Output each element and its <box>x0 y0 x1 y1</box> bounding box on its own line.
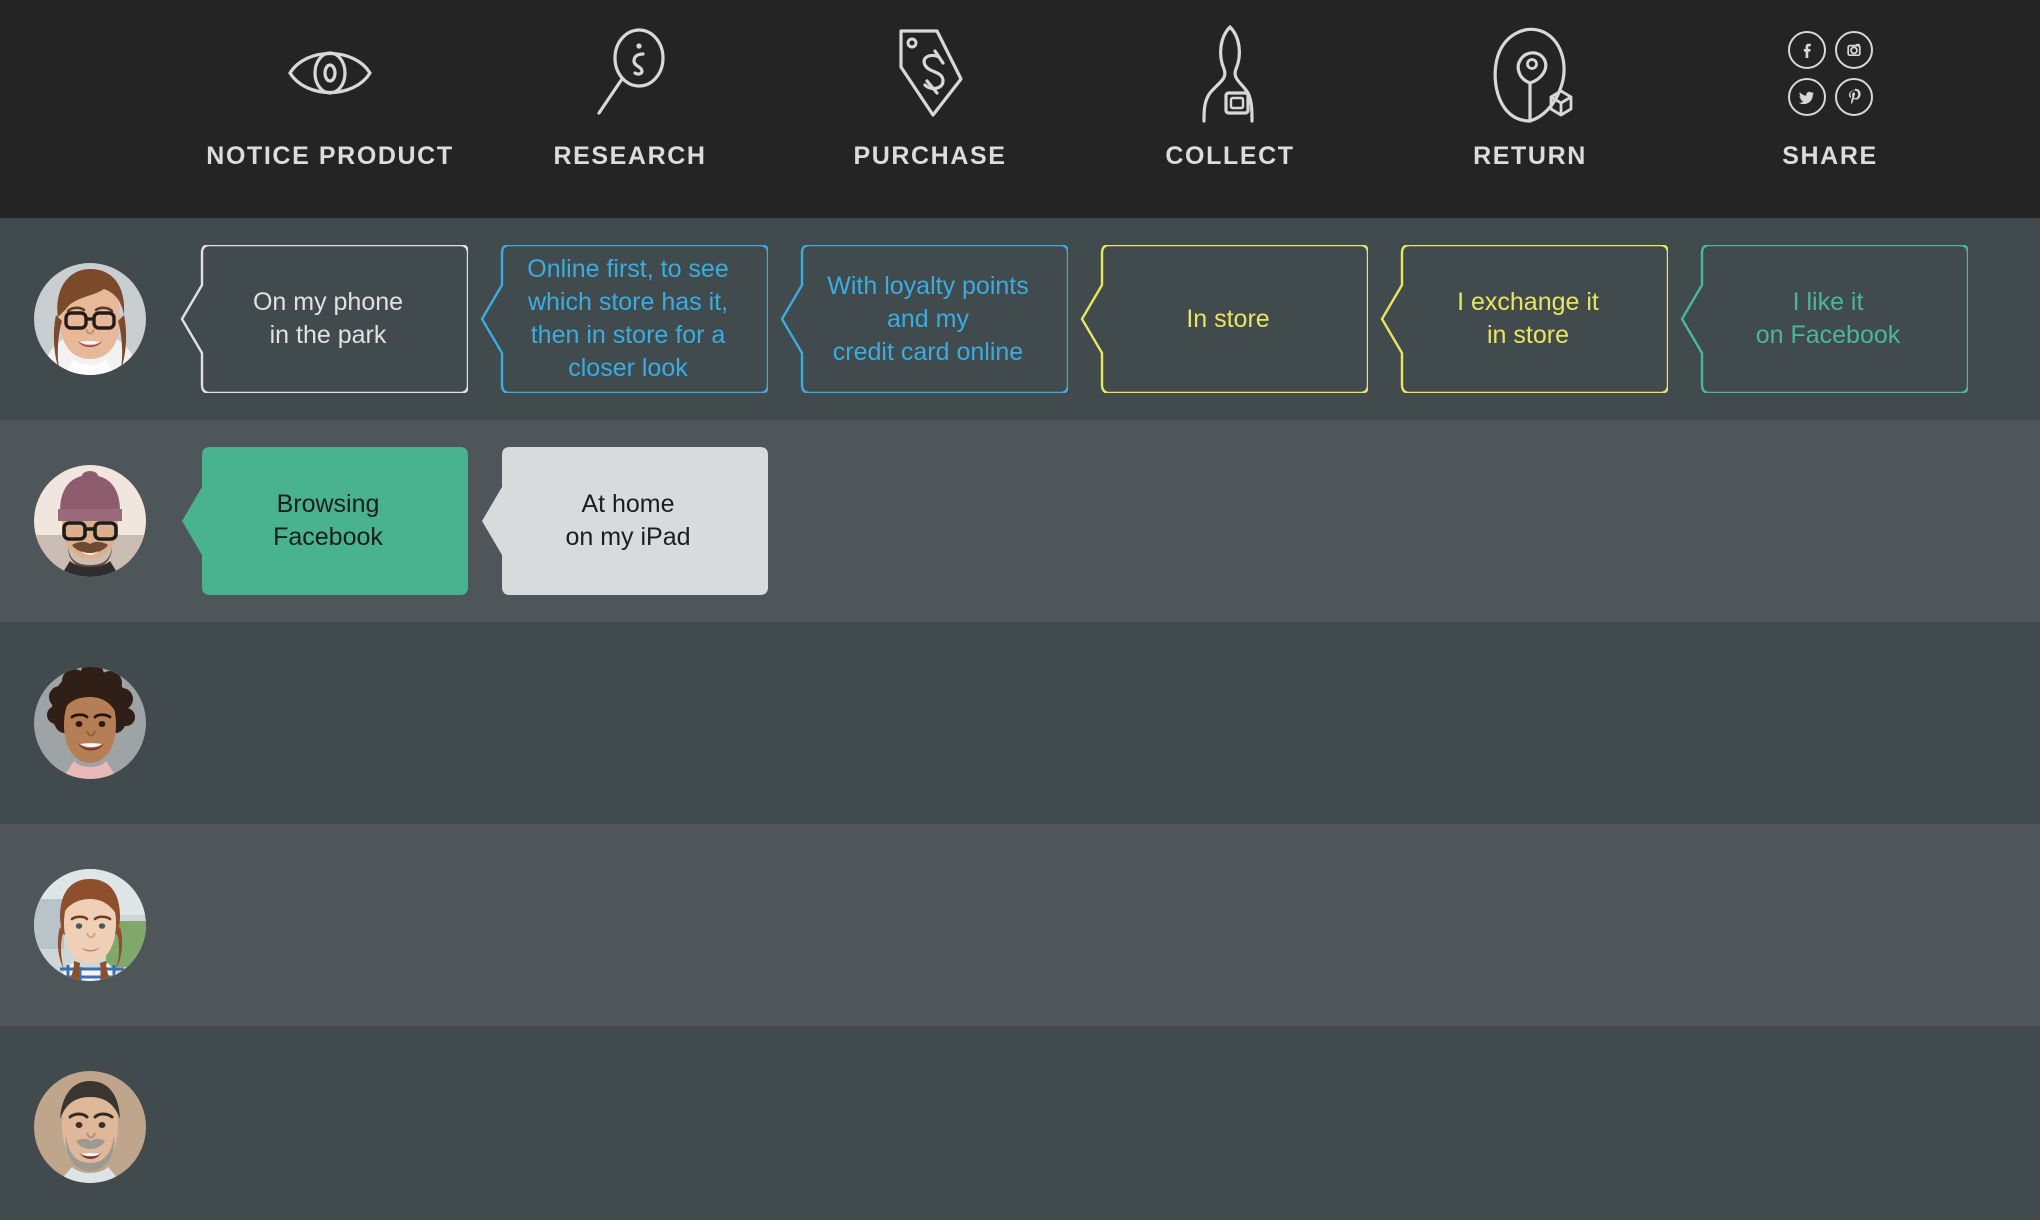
stage-column-collect[interactable]: COLLECT <box>1080 0 1380 218</box>
journey-card-return[interactable]: I exchange it in store <box>1380 245 1668 393</box>
twitter-icon <box>1787 77 1826 116</box>
price-tag-dollar-icon <box>887 18 973 128</box>
journey-card-track <box>180 824 2040 1026</box>
stage-label: RESEARCH <box>553 142 707 170</box>
journey-card-collect[interactable]: In store <box>1080 245 1368 393</box>
stage-label: SHARE <box>1782 142 1878 170</box>
stage-column-notice-product[interactable]: NOTICE PRODUCT <box>180 0 480 218</box>
journey-card-label: Browsing Facebook <box>273 490 383 551</box>
pinterest-icon <box>1834 77 1873 116</box>
stage-column-purchase[interactable]: PURCHASE <box>780 0 1080 218</box>
journey-card-track <box>180 622 2040 824</box>
journey-card-label: I exchange it in store <box>1457 288 1599 349</box>
header-avatar-spacer <box>0 0 180 218</box>
avatar[interactable] <box>34 667 146 779</box>
facebook-icon <box>1787 30 1826 69</box>
stage-column-share[interactable]: SHARE <box>1680 0 1980 218</box>
journey-card-track <box>180 1026 2040 1220</box>
journey-card-track: Browsing Facebook At home on my iPad <box>180 420 2040 622</box>
social-grid-icon <box>1787 18 1873 128</box>
journey-card-purchase[interactable]: With loyalty points and my credit card o… <box>780 245 1068 393</box>
eye-icon <box>282 18 378 128</box>
journey-card-label: With loyalty points and my credit card o… <box>827 271 1029 366</box>
stage-column-research[interactable]: RESEARCH <box>480 0 780 218</box>
stage-column-return[interactable]: RETURN <box>1380 0 1680 218</box>
journey-card-share[interactable]: I like it on Facebook <box>1680 245 1968 393</box>
journey-card-label: In store <box>1186 304 1270 333</box>
persona-row: On my phone in the park Online first, to … <box>0 218 2040 420</box>
avatar[interactable] <box>34 1071 146 1183</box>
journey-card-label: At home on my iPad <box>565 490 691 551</box>
avatar-cell <box>0 667 180 779</box>
journey-card-label: Online first, to see which store has it,… <box>527 255 729 382</box>
avatar-cell <box>0 869 180 981</box>
persona-rows: On my phone in the park Online first, to … <box>0 218 2040 1220</box>
journey-stage-header: NOTICE PRODUCT RESEARCH <box>0 0 2040 218</box>
journey-card-research[interactable]: At home on my iPad <box>480 447 768 595</box>
persona-row <box>0 622 2040 824</box>
stage-label: RETURN <box>1473 142 1587 170</box>
stage-label: NOTICE PRODUCT <box>206 142 454 170</box>
persona-row <box>0 824 2040 1026</box>
magnifier-info-icon <box>587 18 673 128</box>
avatar-cell <box>0 263 180 375</box>
avatar-cell <box>0 1071 180 1183</box>
avatar[interactable] <box>34 869 146 981</box>
avatar[interactable] <box>34 465 146 577</box>
journey-card-research[interactable]: Online first, to see which store has it,… <box>480 245 768 393</box>
stage-label: PURCHASE <box>853 142 1007 170</box>
journey-card-track: On my phone in the park Online first, to … <box>180 218 2040 420</box>
avatar[interactable] <box>34 263 146 375</box>
persona-row <box>0 1026 2040 1220</box>
instagram-icon <box>1834 30 1873 69</box>
person-package-icon <box>1192 18 1268 128</box>
journey-card-notice-product[interactable]: On my phone in the park <box>180 245 468 393</box>
stage-label: COLLECT <box>1165 142 1295 170</box>
journey-card-label: I like it on Facebook <box>1755 288 1901 349</box>
persona-row: Browsing Facebook At home on my iPad <box>0 420 2040 622</box>
avatar-cell <box>0 465 180 577</box>
journey-card-label: On my phone in the park <box>252 288 404 349</box>
journey-card-notice-product[interactable]: Browsing Facebook <box>180 447 468 595</box>
location-pin-box-icon <box>1485 18 1575 128</box>
